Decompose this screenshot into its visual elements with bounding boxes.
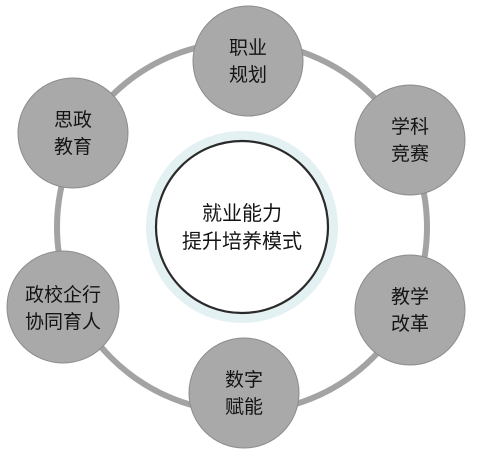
node-career-planning-circle	[192, 5, 304, 117]
node-ideological-education-circle	[17, 77, 129, 189]
node-discipline-competition-line-2: 竞赛	[391, 143, 429, 165]
node-discipline-competition-line-1: 学科	[391, 116, 429, 138]
node-teaching-reform: 教学 改革	[354, 254, 466, 366]
node-ideological-education-line-1: 思政	[54, 109, 92, 131]
node-teaching-reform-line-1: 教学	[391, 286, 429, 308]
node-career-planning: 职业 规划	[192, 5, 304, 117]
node-ideological-education-line-2: 教育	[54, 136, 92, 158]
node-discipline-competition: 学科 竞赛	[354, 84, 466, 196]
node-gov-school-enterprise-industry-line-2: 协同育人	[25, 311, 101, 333]
node-gov-school-enterprise-industry: 政校企行 协同育人	[6, 250, 120, 364]
node-discipline-competition-circle	[354, 84, 466, 196]
node-digital-empowerment-line-2: 赋能	[225, 396, 263, 418]
center-label-line-1: 就业能力	[202, 201, 282, 225]
node-gov-school-enterprise-industry-line-1: 政校企行	[25, 284, 101, 306]
node-teaching-reform-line-2: 改革	[391, 313, 429, 335]
center-circle	[154, 139, 330, 315]
node-digital-empowerment-circle	[188, 337, 300, 449]
node-career-planning-line-2: 规划	[229, 64, 267, 86]
node-digital-empowerment: 数字 赋能	[188, 337, 300, 449]
node-teaching-reform-circle	[354, 254, 466, 366]
node-digital-empowerment-line-1: 数字	[225, 369, 263, 391]
node-career-planning-line-1: 职业	[229, 37, 267, 59]
center-label-line-2: 提升培养模式	[182, 229, 302, 253]
node-gov-school-enterprise-industry-circle	[6, 250, 120, 364]
node-ideological-education: 思政 教育	[17, 77, 129, 189]
